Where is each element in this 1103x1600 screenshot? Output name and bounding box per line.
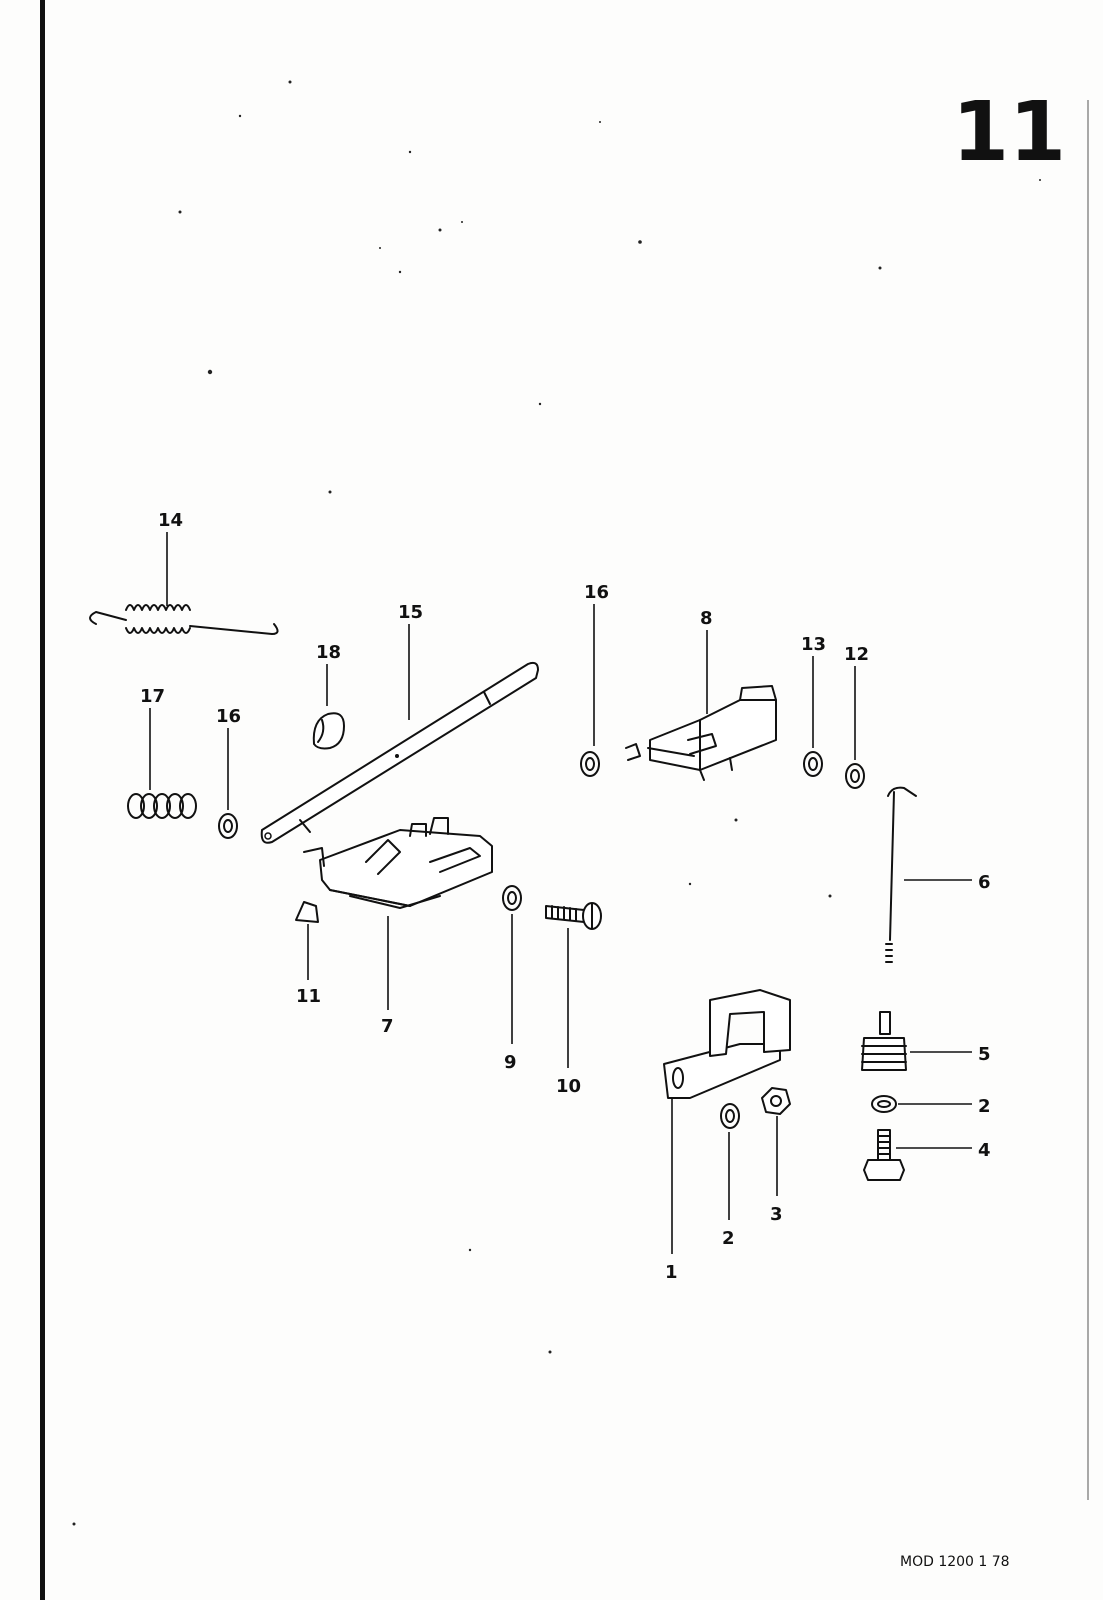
part-13-washer <box>803 751 823 777</box>
callout-2-center: 2 <box>722 1228 735 1249</box>
callout-11: 11 <box>296 986 321 1007</box>
part-16-washer-center <box>580 751 600 777</box>
callout-14: 14 <box>158 510 183 531</box>
callout-2-right: 2 <box>978 1096 991 1117</box>
scan-noise-specks <box>72 80 1041 1526</box>
part-1-bracket <box>663 989 791 1099</box>
section-number: 11 <box>952 85 1066 180</box>
part-17-coil-spring <box>127 793 197 819</box>
callout-12: 12 <box>844 644 869 665</box>
part-9-washer <box>502 885 522 911</box>
part-18-knob <box>312 712 345 750</box>
part-12-washer <box>845 763 865 789</box>
callout-5: 5 <box>978 1044 991 1065</box>
callout-4: 4 <box>978 1140 991 1161</box>
callout-9: 9 <box>504 1052 517 1073</box>
part-7-mounting-bracket <box>303 817 493 909</box>
part-3-hex-nut <box>761 1087 791 1115</box>
part-6-linkage-rod <box>885 786 917 963</box>
callout-10: 10 <box>556 1076 581 1097</box>
part-2-washer-center <box>720 1103 740 1129</box>
binding-edge-line <box>40 0 45 1600</box>
callout-16-left: 16 <box>216 706 241 727</box>
callout-8: 8 <box>700 608 713 629</box>
part-11-bumper <box>295 901 319 923</box>
part-4-bolt <box>863 1129 905 1181</box>
part-2-washer-right <box>871 1095 897 1113</box>
part-5-rubber-mount <box>861 1011 907 1071</box>
callout-6: 6 <box>978 872 991 893</box>
callout-16-center: 16 <box>584 582 609 603</box>
callout-13: 13 <box>801 634 826 655</box>
footer-model-code: MOD 1200 1 78 <box>900 1554 1010 1570</box>
part-14-spring <box>89 604 279 635</box>
callout-7: 7 <box>381 1016 394 1037</box>
part-10-screw <box>545 902 602 930</box>
callout-1: 1 <box>665 1262 678 1283</box>
part-8-pedal-bracket <box>625 685 777 781</box>
part-16-washer-left <box>218 813 238 839</box>
callout-15: 15 <box>398 602 423 623</box>
callout-18: 18 <box>316 642 341 663</box>
callout-17: 17 <box>140 686 165 707</box>
callout-3: 3 <box>770 1204 783 1225</box>
part-15-lever-rod <box>260 661 539 844</box>
